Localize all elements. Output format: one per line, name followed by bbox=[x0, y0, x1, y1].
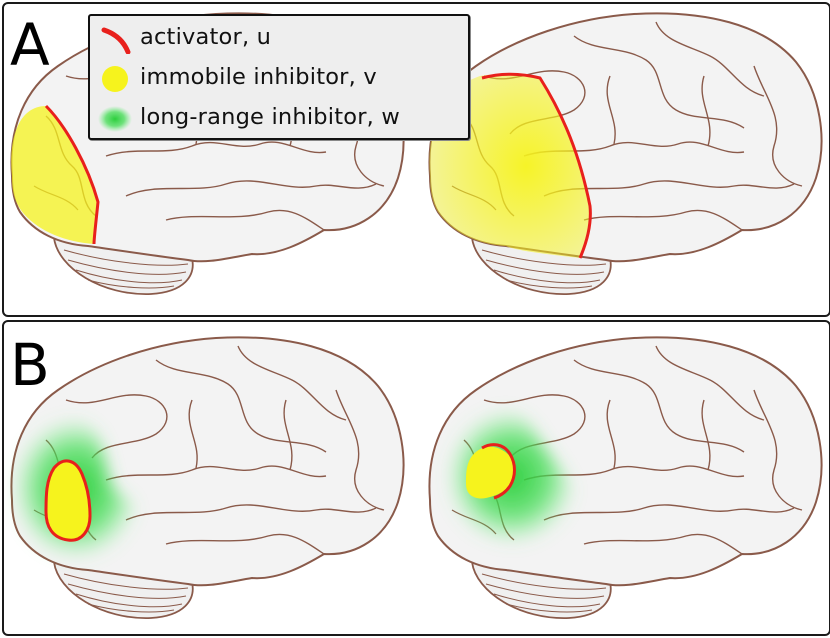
brain-a-left bbox=[10, 12, 405, 296]
panel-letter-b: B bbox=[10, 331, 50, 399]
activator-front bbox=[44, 104, 100, 245]
immobile-inhibitor-region bbox=[11, 106, 98, 244]
legend: activator, u immobile inhibitor, v long-… bbox=[88, 14, 470, 140]
legend-label-activator: activator, u bbox=[140, 24, 272, 50]
activator-swatch-icon bbox=[101, 27, 131, 54]
brain-b-right bbox=[428, 336, 823, 620]
activator-front bbox=[481, 72, 592, 259]
legend-item-long-range-inhibitor: long-range inhibitor, w bbox=[90, 100, 468, 136]
panel-b: B bbox=[2, 320, 830, 636]
immobile-inhibitor-spot bbox=[466, 446, 515, 499]
legend-label-immobile-inhibitor: immobile inhibitor, v bbox=[140, 64, 377, 90]
legend-item-immobile-inhibitor: immobile inhibitor, v bbox=[90, 60, 468, 96]
brain-a-right bbox=[428, 12, 823, 296]
immobile-inhibitor-swatch-icon bbox=[102, 66, 128, 92]
activator-spot bbox=[44, 459, 92, 542]
legend-label-long-range-inhibitor: long-range inhibitor, w bbox=[140, 104, 400, 130]
panel-letter-a: A bbox=[10, 11, 50, 79]
brain-b-left bbox=[10, 336, 405, 620]
panel-a: A activator, u immobile inhibitor, v bbox=[2, 2, 830, 317]
long-range-inhibitor-swatch-icon bbox=[98, 106, 132, 132]
panel-b-brains bbox=[10, 336, 823, 620]
activator-spot bbox=[481, 443, 516, 500]
legend-item-activator: activator, u bbox=[90, 20, 468, 56]
